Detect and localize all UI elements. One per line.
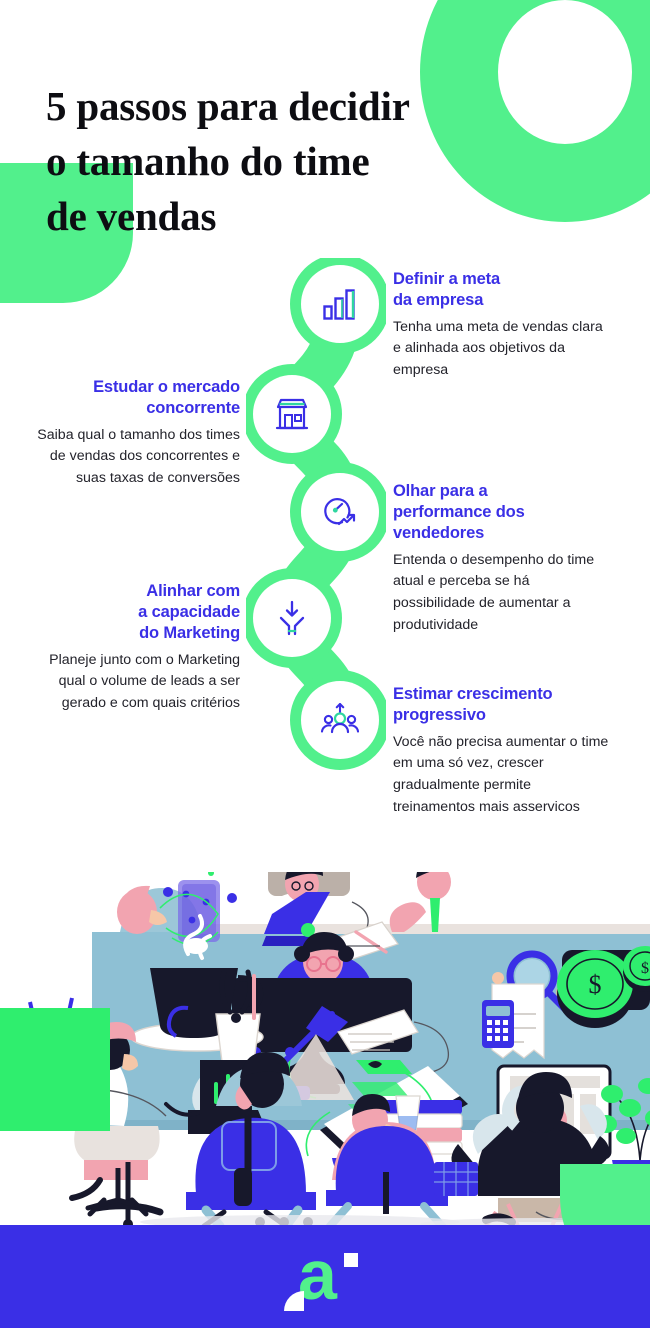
funnel-arrow-icon <box>275 600 309 636</box>
brand-logo-a: a <box>0 1225 650 1328</box>
title-line-3: de vendas <box>46 193 217 240</box>
step-5-heading-line-1: Estimar crescimento <box>393 685 553 703</box>
step-3-heading: Olhar para a performance dos vendedores <box>393 481 609 544</box>
step-3-heading-line-3: vendedores <box>393 523 485 542</box>
step-5-text: Estimar crescimento progressivo Você não… <box>393 684 609 818</box>
step-1-icon-circle <box>301 265 379 343</box>
step-3-text: Olhar para a performance dos vendedores … <box>393 481 609 636</box>
step-2-heading-line-2: concorrente <box>146 398 240 417</box>
step-1-heading-line-1: Definir a meta <box>393 270 501 288</box>
step-4-text: Alinhar com a capacidade do Marketing Pl… <box>24 581 240 715</box>
step-3-heading-line-2: performance dos <box>393 502 525 521</box>
step-4-icon-circle <box>253 579 331 657</box>
logo-dot <box>344 1252 358 1267</box>
footer-bar <box>0 1225 650 1328</box>
bar-chart-icon <box>322 287 358 321</box>
step-1-text: Definir a meta da empresa Tenha uma meta… <box>393 269 609 382</box>
svg-text:$: $ <box>641 960 649 977</box>
step-3-heading-line-1: Olhar para a <box>393 482 488 500</box>
step-4-body: Planeje junto com o Marketing qual o vol… <box>49 651 240 712</box>
step-5-body: Você não precisa aumentar o time em uma … <box>393 733 609 815</box>
storefront-icon <box>274 397 310 431</box>
step-5-heading-line-2: progressivo <box>393 705 486 724</box>
step-4-heading-line-1: Alinhar com <box>146 582 240 600</box>
page-title: 5 passos para decidir o tamanho do time … <box>46 79 566 244</box>
step-4-heading: Alinhar com a capacidade do Marketing <box>24 581 240 644</box>
step-4-heading-line-2: a capacidade <box>138 602 240 621</box>
title-line-2: o tamanho do time <box>46 138 370 185</box>
title-line-1: 5 passos para decidir <box>46 83 410 130</box>
logo-letter: a <box>298 1241 338 1313</box>
team-growth-icon <box>321 703 359 737</box>
step-2-text: Estudar o mercado concorrente Saiba qual… <box>24 377 240 490</box>
step-2-heading: Estudar o mercado concorrente <box>24 377 240 419</box>
step-4-heading-line-3: do Marketing <box>139 623 240 642</box>
logo-quarter-arc <box>284 1290 304 1311</box>
step-1-heading-line-2: da empresa <box>393 290 484 309</box>
office-team-working-illustration: $ $ <box>0 872 650 1225</box>
step-2-heading-line-1: Estudar o mercado <box>93 378 240 396</box>
step-2-body: Saiba qual o tamanho dos times de vendas… <box>37 426 240 487</box>
step-1-heading: Definir a meta da empresa <box>393 269 609 311</box>
step-2-icon-circle <box>253 375 331 453</box>
step-3-icon-circle <box>301 473 379 551</box>
step-5-heading: Estimar crescimento progressivo <box>393 684 609 726</box>
svg-text:$: $ <box>589 970 602 999</box>
step-1-body: Tenha uma meta de vendas clara e alinhad… <box>393 318 603 379</box>
step-3-body: Entenda o desempenho do time atual e per… <box>393 551 595 633</box>
step-5-icon-circle <box>301 681 379 759</box>
speedometer-growth-icon <box>321 495 359 529</box>
